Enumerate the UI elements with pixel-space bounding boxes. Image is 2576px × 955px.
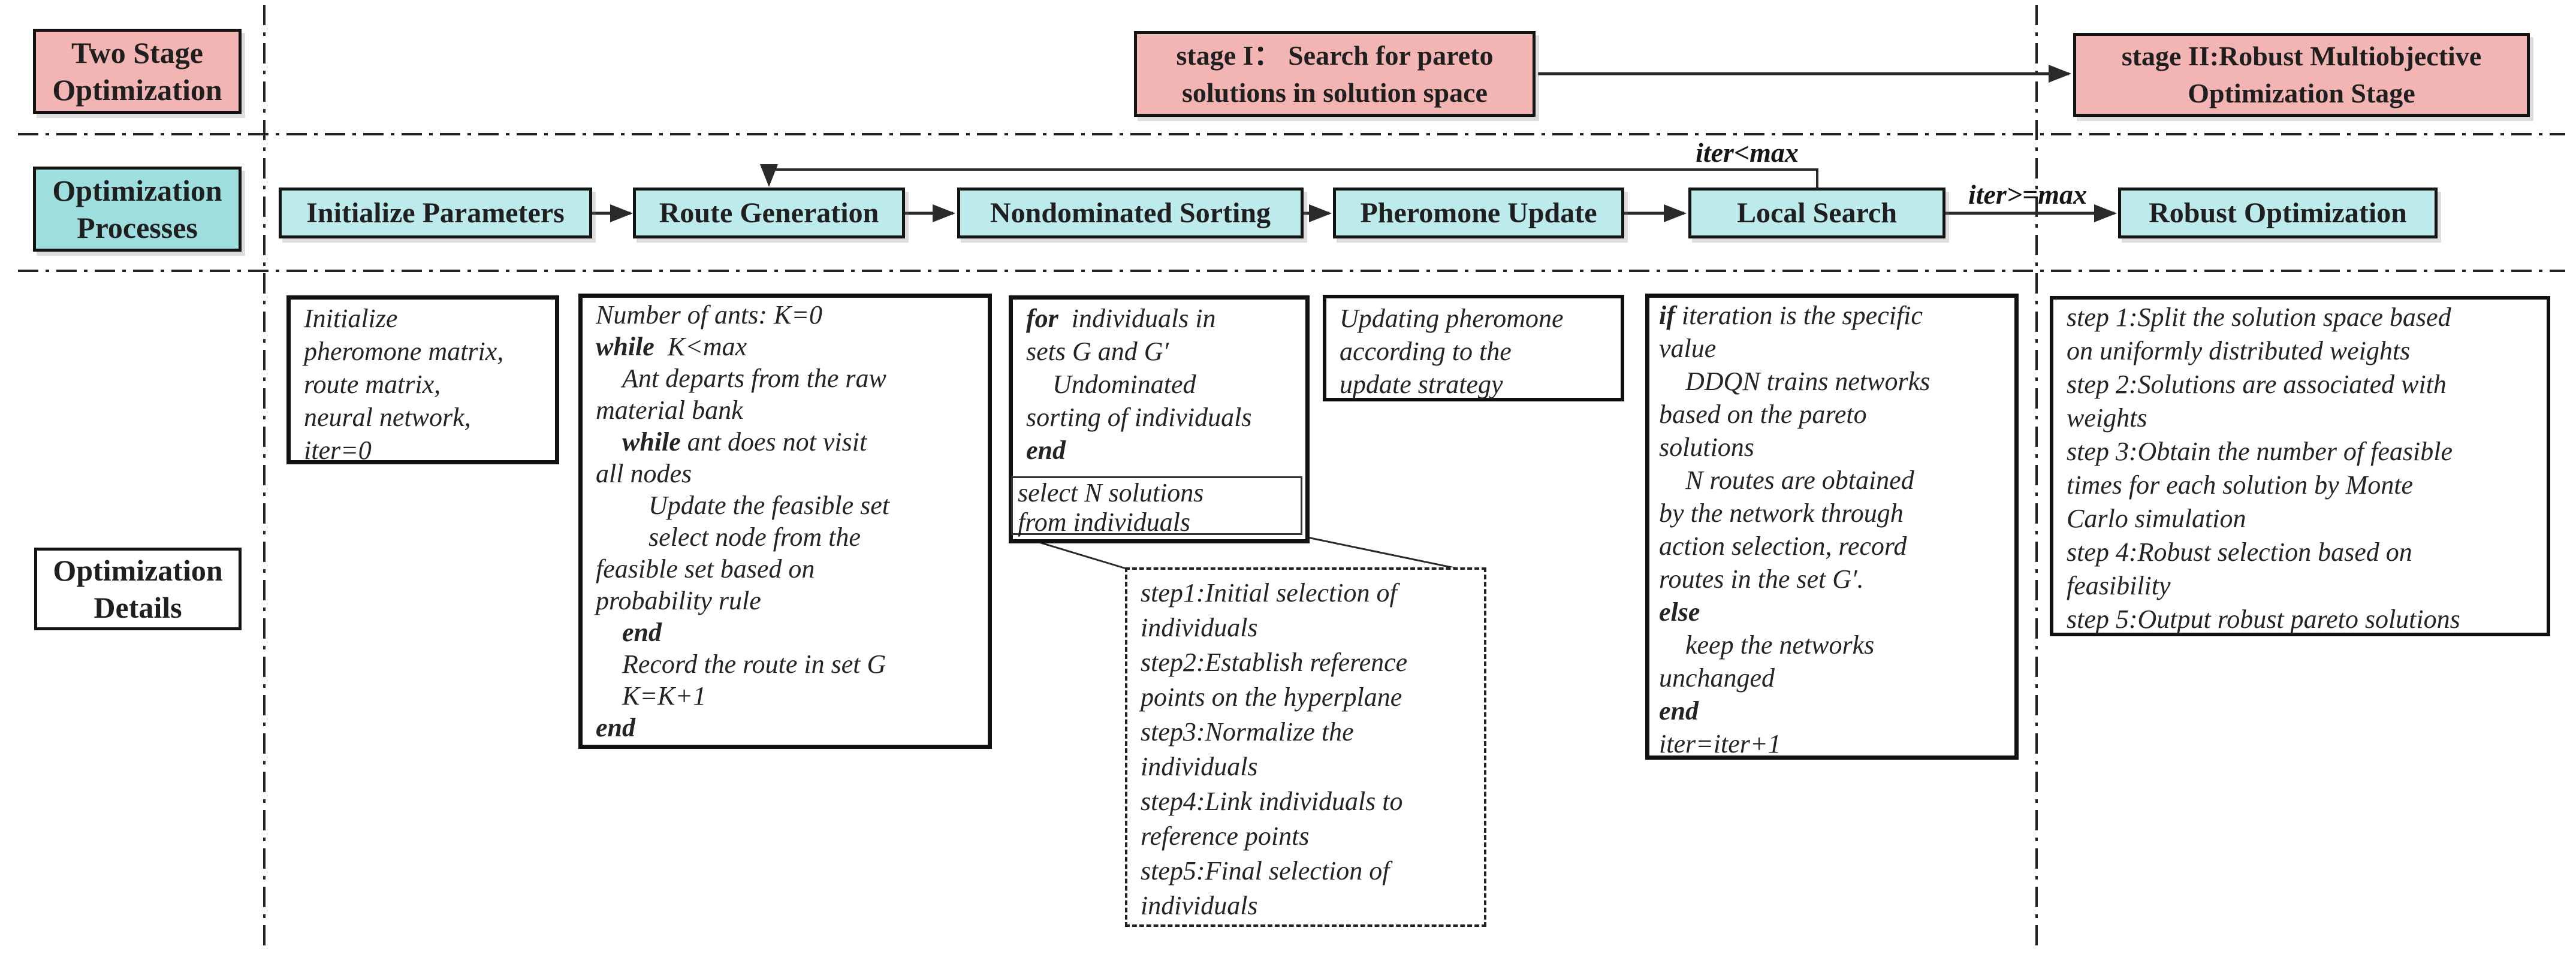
process-local-search: Local Search [1688, 188, 1945, 238]
process-pheromone-update: Pheromone Update [1333, 188, 1624, 238]
edge-label-iter-less-max: iter<max [1696, 137, 1799, 168]
arrow-loop-local-to-route [760, 164, 1818, 188]
process-robust-optimization: Robust Optimization [2118, 188, 2438, 238]
process-route-generation: Route Generation [633, 188, 905, 238]
process-nondominated-sorting: Nondominated Sorting [957, 188, 1304, 238]
callout-line-right [1301, 535, 1458, 570]
edge-label-iter-ge-max: iter>=max [1968, 179, 2088, 210]
process-initialize-parameters: Initialize Parameters [279, 188, 592, 238]
